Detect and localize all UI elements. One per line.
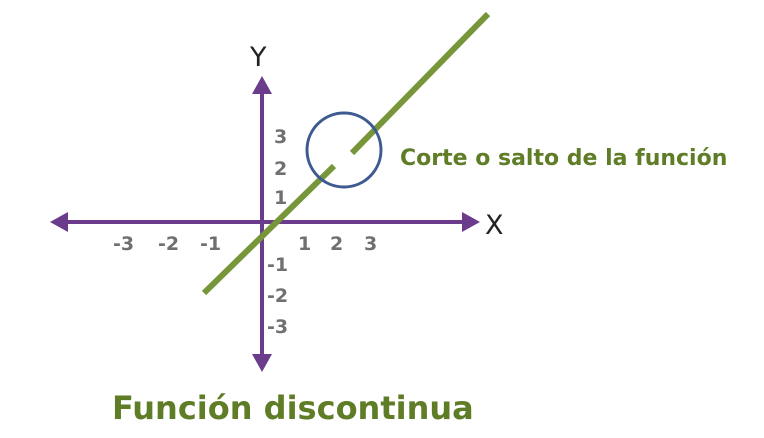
x-axis-left-arrow: [50, 212, 68, 232]
y-axis-bottom-arrow: [252, 354, 272, 372]
function-segment-lower: [201, 163, 337, 296]
discontinuity-annotation: Corte o salto de la función: [400, 146, 727, 171]
x-tick-label: -2: [158, 233, 179, 255]
y-axis-label: Y: [249, 42, 267, 73]
discontinuity-circle: [305, 111, 383, 189]
y-tick-label: -3: [267, 316, 288, 338]
x-tick-label: -3: [113, 233, 134, 255]
y-tick-label: 2: [274, 158, 287, 180]
x-tick-label: 1: [298, 233, 311, 255]
x-axis-right-arrow: [462, 212, 480, 232]
y-axis-top-arrow: [252, 76, 272, 94]
y-tick-label: -2: [267, 285, 288, 307]
x-tick-label: 3: [364, 233, 377, 255]
y-axis: [252, 76, 272, 372]
function-segment-upper: [349, 11, 491, 156]
x-axis-label: X: [485, 210, 504, 241]
x-axis: [50, 212, 480, 232]
x-tick-label: -1: [200, 233, 221, 255]
y-tick-label: 1: [274, 187, 287, 209]
y-tick-label: 3: [274, 126, 287, 148]
y-tick-label: -1: [267, 254, 288, 276]
x-tick-label: 2: [330, 233, 343, 255]
diagram-title: Función discontinua: [112, 389, 474, 427]
